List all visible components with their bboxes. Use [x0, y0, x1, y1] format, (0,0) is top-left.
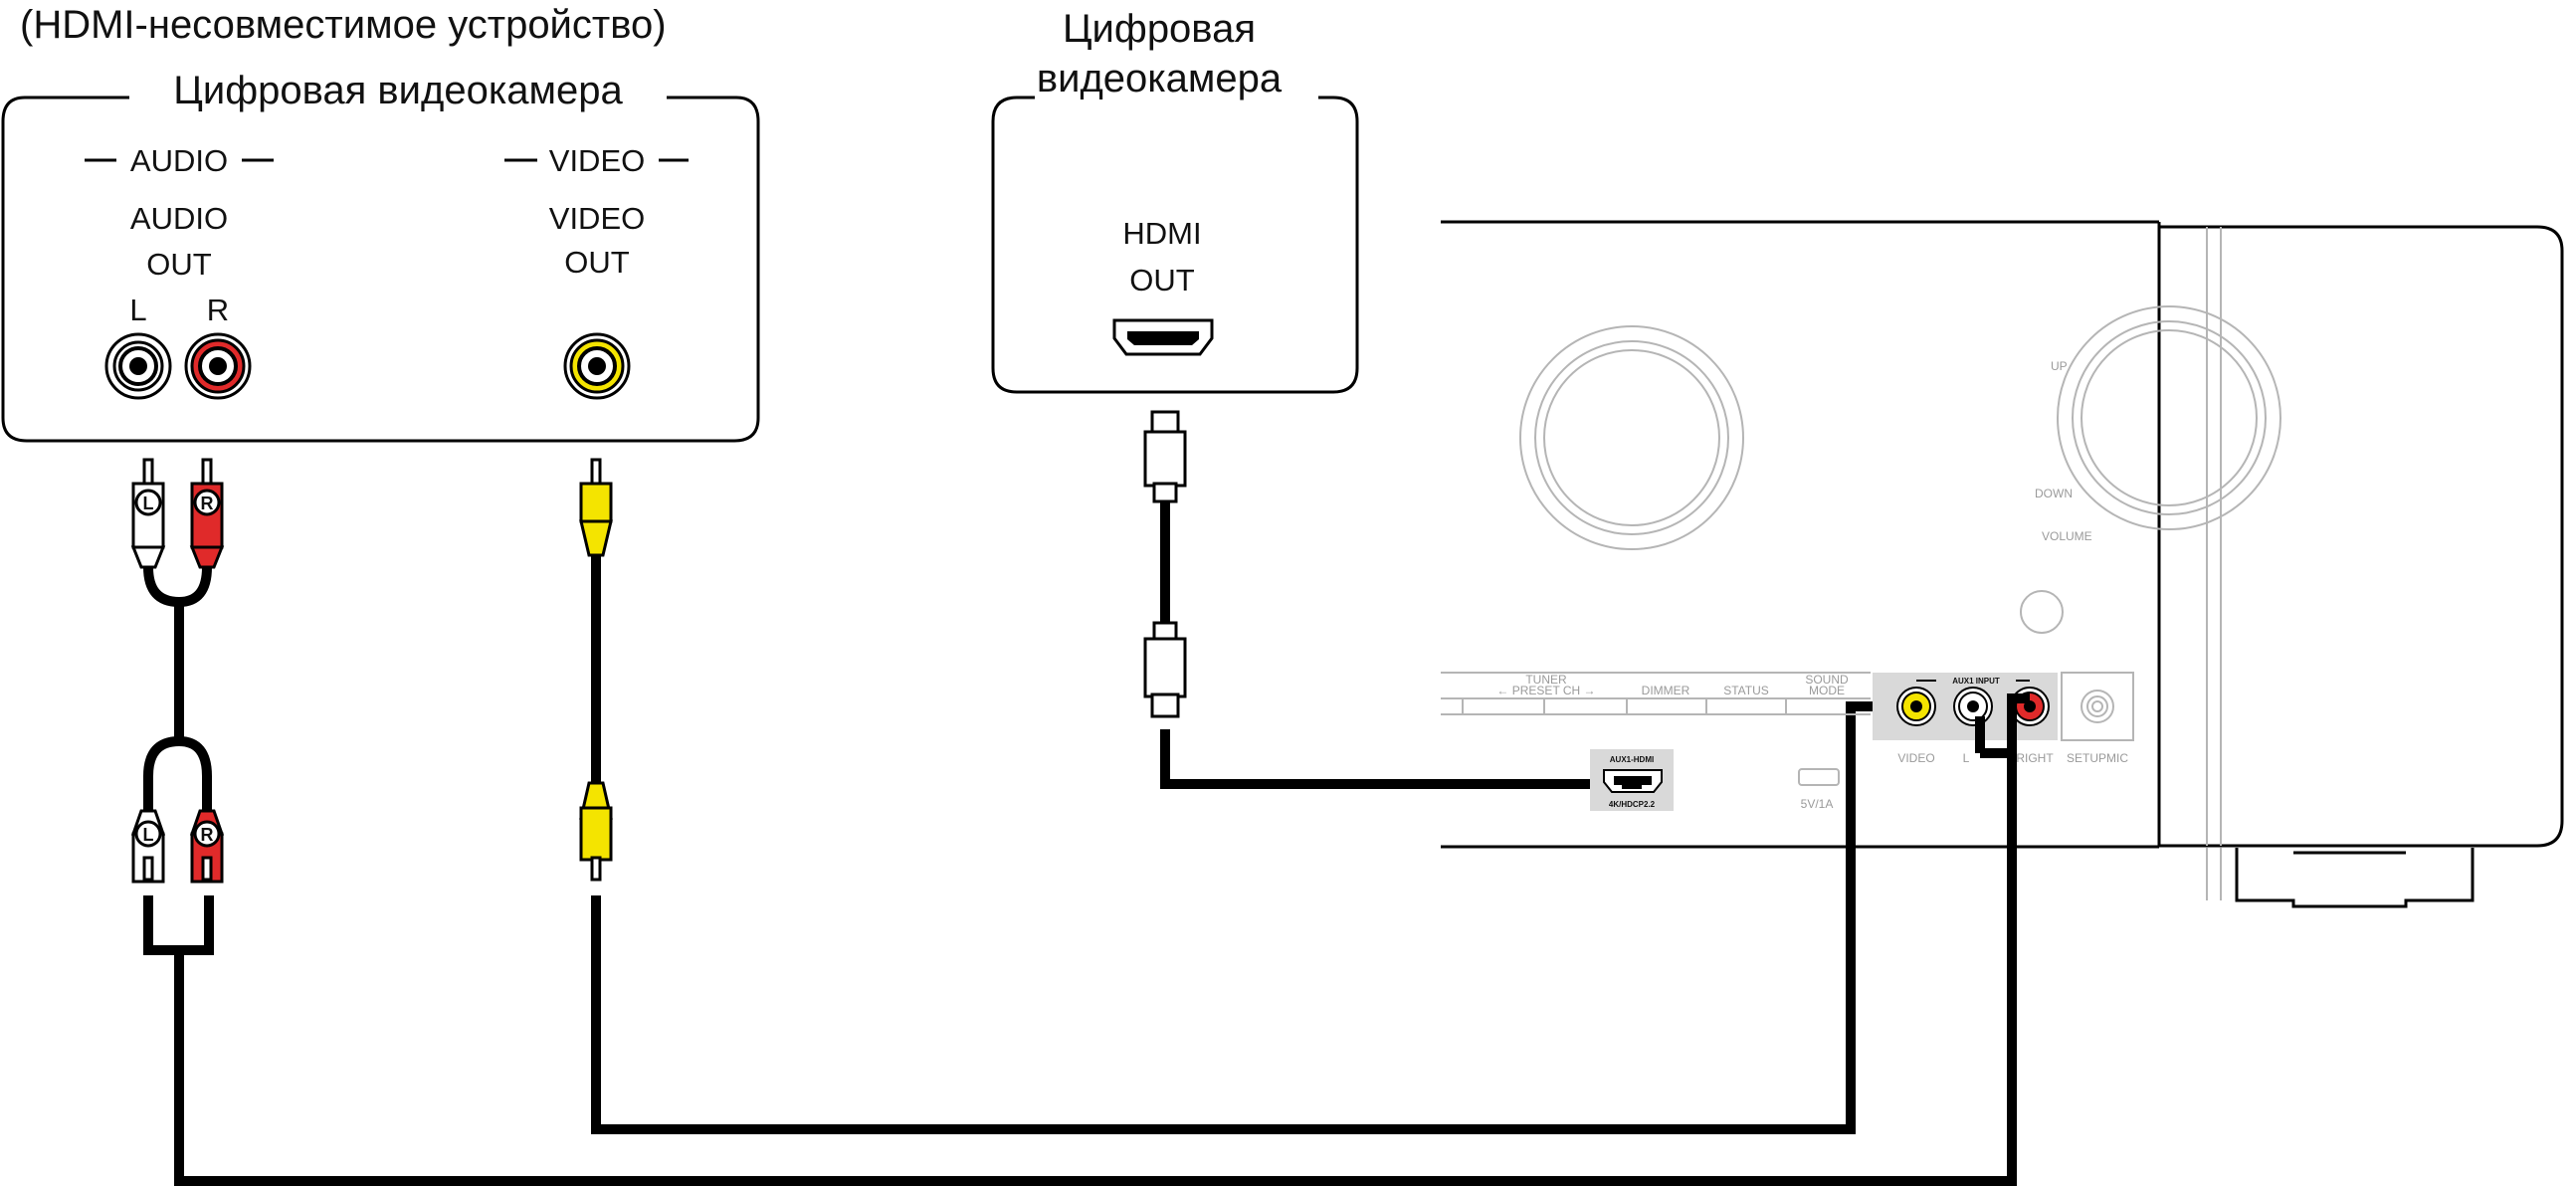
audio-top-plug-right-marker: R	[201, 494, 214, 513]
audio-top-plug-right: R	[189, 458, 225, 569]
video-out-jack	[563, 332, 631, 400]
audio-out-left-jack	[104, 332, 172, 400]
aux-video-jack	[1896, 687, 1936, 726]
left-device-caption: (HDMI-несовместимое устройство)	[20, 3, 667, 47]
aux-hdmi-label: AUX1-HDMI	[1610, 755, 1654, 764]
input-selector-knob	[1519, 325, 1744, 550]
setup-mic-jack	[2061, 672, 2134, 741]
audio-to-receiver-wire	[174, 701, 2017, 1186]
audio-top-plug-left-marker: L	[143, 494, 154, 513]
receiver-body-outline	[2157, 222, 2564, 848]
hdmi-bottom-plug	[1143, 621, 1187, 718]
aux1-analog-input: AUX1 INPUT	[1873, 673, 2058, 740]
video-group-label: VIDEO	[549, 143, 645, 178]
hdmi-to-receiver-wire	[1160, 729, 1622, 789]
left-device-title: Цифровая видеокамера	[173, 69, 623, 112]
video-out-line2: OUT	[564, 245, 630, 280]
usb-port: 5V/1A	[1798, 768, 1840, 811]
video-to-receiver-wire	[591, 701, 1905, 1134]
volume-label: VOLUME	[2042, 529, 2092, 543]
status-label: STATUS	[1723, 684, 1769, 697]
hdmi-cable	[1143, 410, 1622, 789]
aux-input-label: AUX1 INPUT	[1952, 677, 2000, 686]
hdmi-out-line2: OUT	[1129, 263, 1195, 297]
audio-bottom-plug-left: L	[130, 809, 166, 884]
tuner-label: TUNER	[1525, 673, 1567, 687]
volume-knob	[2057, 305, 2281, 530]
right-wire-end	[2007, 693, 2030, 753]
right-device-title-line2: видеокамера	[1037, 57, 1283, 100]
right-device-title-line1: Цифровая	[1063, 7, 1256, 51]
usb-label: 5V/1A	[1801, 797, 1834, 811]
audio-bottom-plug-right: R	[189, 809, 225, 884]
audio-out-line1: AUDIO	[130, 201, 228, 236]
mode-label: MODE	[1809, 684, 1845, 697]
video-bottom-plug	[579, 781, 613, 882]
volume-up-label: UP	[2051, 359, 2068, 373]
right-channel-label: R	[207, 293, 229, 327]
audio-bottom-plug-left-marker: L	[143, 825, 154, 845]
audio-to-receiver-bracket	[143, 895, 214, 955]
receiver-foot	[2206, 848, 2475, 908]
aux-left-label: L	[1963, 751, 1970, 765]
aux-hdmi-sub-label: 4K/HDCP2.2	[1609, 800, 1656, 809]
hdmi-out-port	[1112, 318, 1214, 356]
volume-down-label: DOWN	[2035, 487, 2073, 500]
right-device-box	[991, 96, 1359, 394]
video-rca-cable	[579, 458, 1905, 1134]
left-device-box	[1, 96, 760, 443]
hdmi-out-line1: HDMI	[1122, 216, 1201, 251]
audio-top-y-split	[143, 566, 212, 608]
setupmic-label: SETUPMIC	[2067, 751, 2128, 765]
audio-bottom-y-split	[143, 735, 212, 811]
power-button	[2020, 590, 2064, 634]
audio-out-line2: OUT	[146, 247, 212, 282]
aux-right-label: RIGHT	[2016, 751, 2054, 765]
sound-label: SOUND	[1805, 673, 1849, 687]
dimmer-label: DIMMER	[1642, 684, 1690, 697]
aux-left-jack	[1953, 687, 1993, 726]
hdmi-top-plug	[1143, 410, 1187, 503]
audio-out-right-jack	[184, 332, 252, 400]
video-out-line1: VIDEO	[549, 201, 645, 236]
av-receiver: UP DOWN VOLUME TUNER ← PRESET CH → DIMME…	[1441, 220, 2564, 908]
aux-video-label: VIDEO	[1897, 751, 1934, 765]
audio-group-label: AUDIO	[130, 143, 228, 178]
left-channel-label: L	[129, 293, 146, 327]
audio-rca-cable: L R L R	[130, 458, 2017, 1186]
audio-bottom-plug-right-marker: R	[201, 825, 214, 845]
audio-top-plug-left: L	[130, 458, 166, 569]
video-top-plug	[579, 458, 613, 557]
preset-label: ← PRESET CH →	[1496, 684, 1595, 697]
